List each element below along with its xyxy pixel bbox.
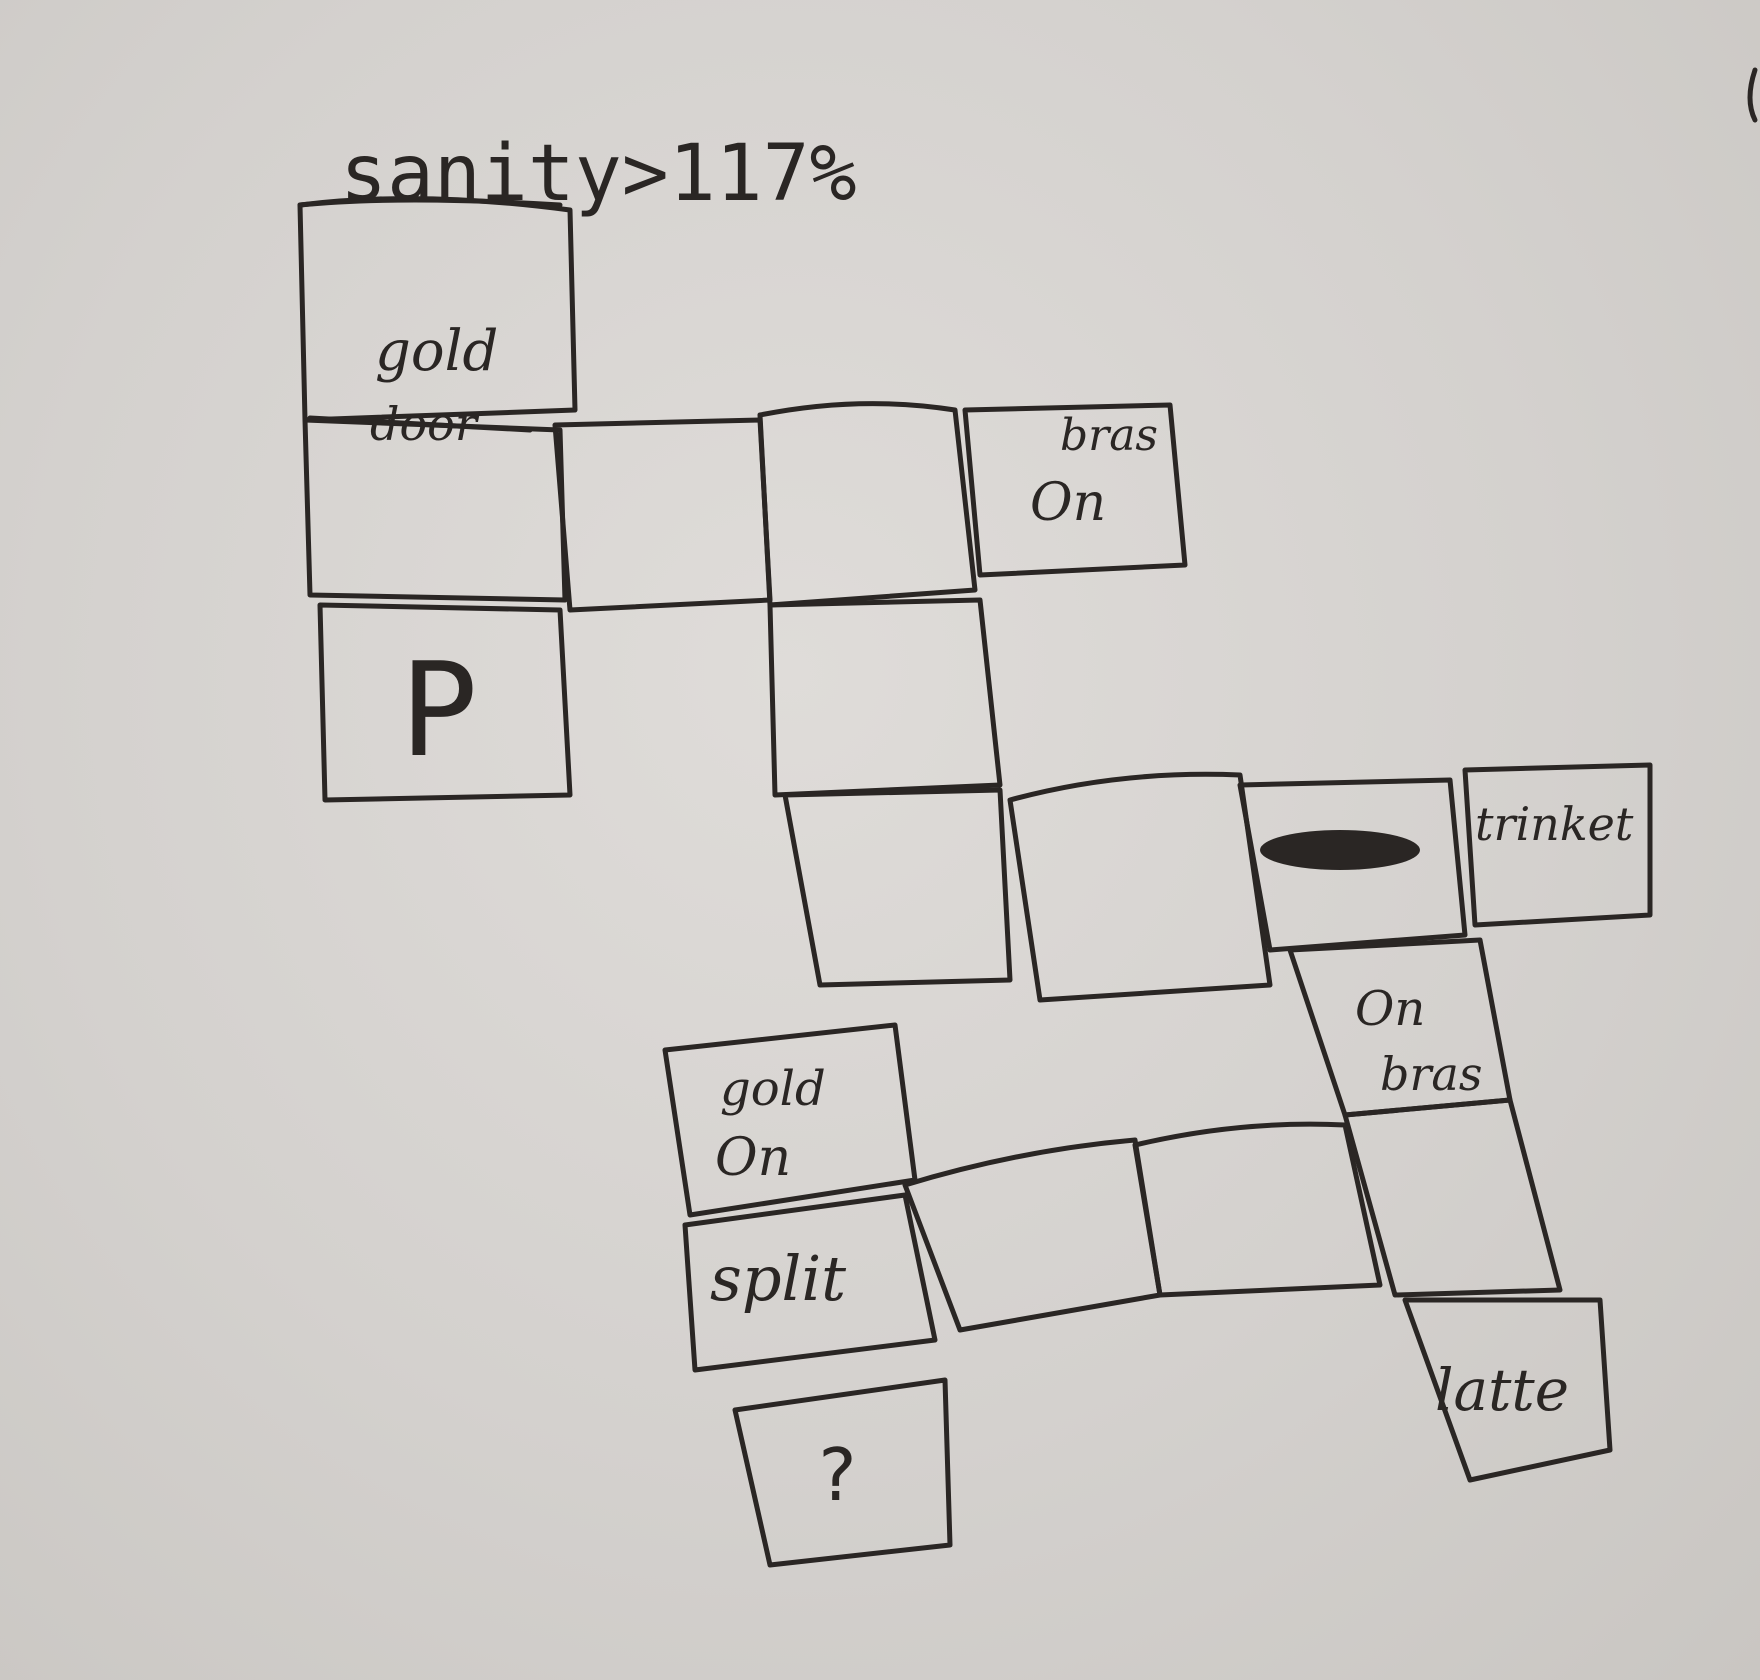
room-gold-on-label-top: gold xyxy=(720,1061,826,1117)
room-row5-b xyxy=(902,1137,1163,1333)
room-row2-c xyxy=(757,401,978,608)
room-row2-a xyxy=(302,417,568,603)
room-trinket-outline xyxy=(1462,762,1653,928)
room-gold-door-label-top: gold xyxy=(375,319,498,384)
room-split-outline xyxy=(682,1192,938,1373)
room-brass-on-outline xyxy=(962,402,1188,578)
room-row5-a xyxy=(1132,1121,1383,1298)
map-title: sanity>117% xyxy=(340,129,857,219)
room-on-brass: On bras xyxy=(1287,937,1513,1118)
room-gold-on: gold On xyxy=(662,1022,918,1218)
room-gold-door-outline xyxy=(297,196,578,423)
room-row2-b xyxy=(552,417,773,613)
room-column-a xyxy=(767,597,1003,798)
scribbled-out-label xyxy=(1260,830,1420,870)
room-latte-label: latte xyxy=(1435,1356,1569,1424)
room-split-label: split xyxy=(710,1242,846,1315)
room-brass-on-label-top: bras xyxy=(1060,410,1158,461)
room-trinket-label: trinket xyxy=(1475,797,1634,851)
room-start-outline xyxy=(317,602,573,803)
room-split: split xyxy=(682,1192,938,1373)
room-on-brass-label-bottom: bras xyxy=(1380,1047,1482,1101)
room-row4-a xyxy=(1007,771,1273,1003)
room-column-c xyxy=(1342,1097,1563,1298)
room-unknown-outline xyxy=(732,1377,953,1568)
room-start-flag-marker: P xyxy=(400,634,478,786)
room-trinket: trinket xyxy=(1462,762,1653,928)
room-on-brass-label-top: On xyxy=(1355,981,1425,1037)
room-crossed-outline xyxy=(1237,777,1468,953)
room-unknown-label: ? xyxy=(815,1433,858,1517)
room-gold-on-outline xyxy=(662,1022,918,1218)
room-latte: latte xyxy=(1402,1297,1613,1483)
room-brass-on-label-bottom: On xyxy=(1030,473,1106,533)
room-unknown: ? xyxy=(732,1377,953,1568)
room-crossed-out xyxy=(1237,777,1468,953)
room-column-b xyxy=(782,787,1013,988)
room-gold-on-label-bottom: On xyxy=(715,1128,791,1188)
room-gold-door: gold door xyxy=(297,196,578,451)
room-start-flag: P xyxy=(317,602,573,803)
room-brass-on: bras On xyxy=(962,402,1188,578)
room-latte-outline xyxy=(1402,1297,1613,1483)
edge-mark xyxy=(1747,67,1758,123)
